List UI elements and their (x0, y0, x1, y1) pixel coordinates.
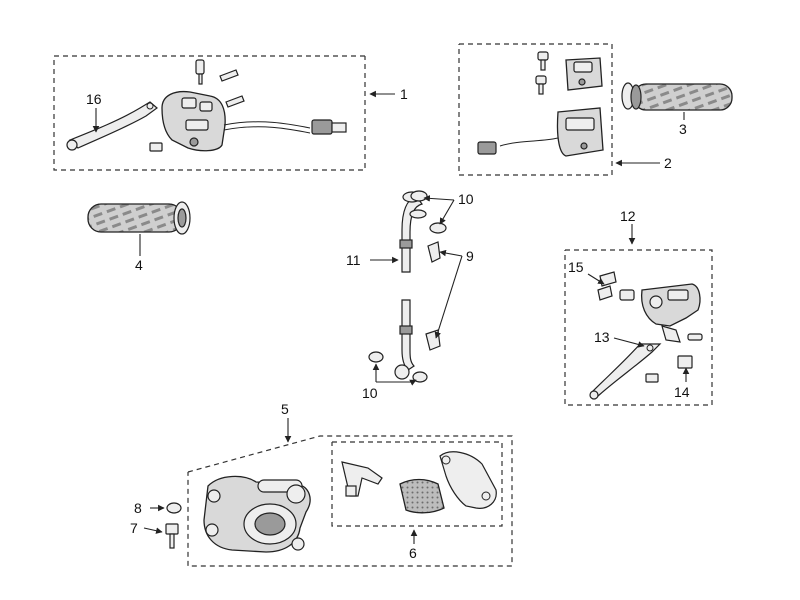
callout-7: 7 (130, 520, 138, 536)
left-switch-housing-part (161, 90, 226, 152)
throttle-grip-part (621, 82, 733, 111)
dashed-box-6 (331, 441, 503, 527)
right-switch-cable (499, 137, 559, 147)
caliper-bolt-part (165, 523, 179, 549)
small-screws-part (149, 59, 245, 152)
callout-2: 2 (664, 155, 672, 171)
pad-spring-part (341, 461, 383, 497)
dashed-box-1 (53, 55, 366, 171)
left-grip-part (87, 201, 191, 235)
brake-lever-part (589, 343, 662, 400)
caliper-washer-part (166, 502, 182, 514)
right-small-screws-part (535, 51, 549, 95)
callout-12: 12 (620, 208, 636, 224)
pad-shim-part (439, 451, 497, 509)
callout-6: 6 (409, 545, 417, 561)
lever-pin-part (645, 355, 693, 383)
sealing-washers-part (368, 190, 447, 383)
group-right-switch-assembly: 2 (458, 43, 672, 176)
brake-pads-part (399, 478, 445, 514)
callout-4: 4 (135, 257, 143, 273)
dashed-box-2 (458, 43, 613, 176)
callout-14: 14 (674, 384, 690, 400)
clutch-lever-part (66, 101, 158, 151)
callout-1: 1 (400, 86, 408, 102)
group-master-cylinder-assembly: 12 15 13 14 (564, 208, 713, 406)
callout-9: 9 (466, 248, 474, 264)
callout-5: 5 (281, 401, 289, 417)
callout-3: 3 (679, 121, 687, 137)
dashed-box-12 (564, 249, 713, 406)
brake-hose-lower-part (394, 299, 415, 380)
master-cylinder-fittings-part (597, 271, 703, 341)
callout-8: 8 (134, 500, 142, 516)
group-left-switch-assembly: 1 16 (53, 55, 408, 171)
brake-caliper-part (203, 475, 311, 553)
callout-16: 16 (86, 91, 102, 107)
callout-15: 15 (568, 259, 584, 275)
callout-10-bottom: 10 (362, 385, 378, 401)
switch-cable (223, 121, 311, 129)
brake-hose-upper-part (399, 191, 427, 273)
master-cylinder-part (640, 283, 701, 343)
callout-11: 11 (346, 252, 361, 268)
group-front-caliper-assembly: 5 6 (187, 401, 513, 567)
callout-10-top: 10 (458, 191, 474, 207)
switch-connector-part (311, 119, 333, 135)
right-switch-connector-part (477, 141, 497, 155)
starter-switch-lower-part (556, 107, 604, 157)
callout-13: 13 (594, 329, 610, 345)
starter-switch-upper-part (565, 57, 603, 91)
